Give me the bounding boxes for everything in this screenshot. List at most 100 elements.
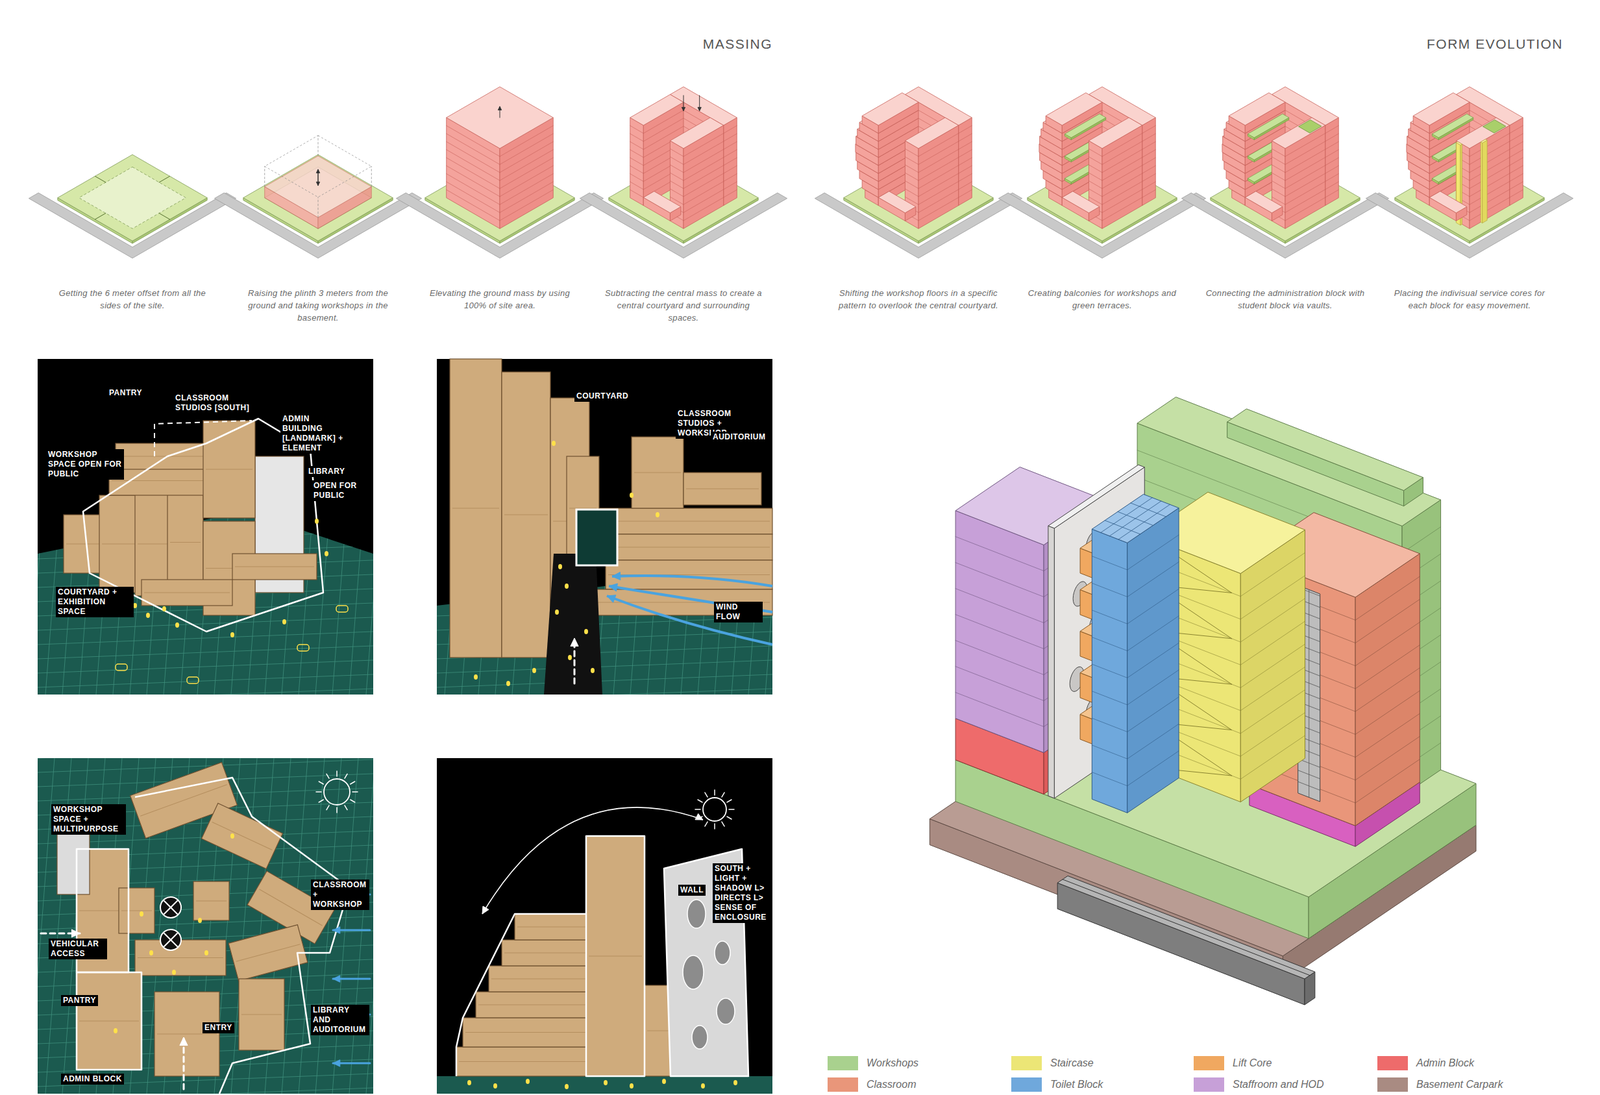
toilet-grid — [1104, 520, 1140, 535]
wood-grain — [647, 1030, 672, 1032]
floor-line — [669, 148, 684, 157]
mat-grid — [399, 758, 426, 1094]
floor-line — [630, 133, 644, 142]
wood-grain — [634, 472, 681, 474]
wind-arrow — [606, 595, 773, 645]
floor-line — [630, 189, 644, 198]
workshop-block — [1137, 397, 1441, 527]
legend-text: Lift Core — [1232, 1057, 1272, 1070]
wooden-block — [228, 924, 308, 981]
mat-grid — [360, 358, 387, 695]
mat-grid — [0, 358, 4, 695]
fan-symbol — [160, 897, 182, 918]
floor-line — [1325, 133, 1340, 142]
ramp-channel — [1062, 879, 1310, 976]
sun-symbol — [323, 778, 350, 805]
wood-grain — [491, 978, 591, 980]
site — [243, 154, 393, 241]
floor-line — [904, 181, 919, 189]
floor-line — [499, 157, 554, 189]
person-dot — [603, 1080, 608, 1086]
model-annotation: WORKSHOP SPACE + MULTIPURPOSE — [51, 804, 126, 835]
floor-line — [1142, 149, 1157, 158]
offset-tick — [159, 175, 170, 183]
wood-grain — [234, 566, 315, 568]
right-block — [1271, 140, 1286, 229]
guide-line — [264, 166, 265, 187]
wood-grain — [137, 543, 169, 545]
floor-line — [1355, 759, 1420, 803]
wood-grain — [212, 821, 272, 850]
wooden-block — [605, 560, 773, 590]
floor-line — [1469, 133, 1510, 157]
step-caption: Subtracting the central mass to create a… — [602, 287, 765, 325]
wood-grain — [144, 592, 230, 594]
wood-grain — [458, 1061, 591, 1062]
floor-line — [499, 149, 554, 182]
floor-line — [723, 149, 738, 158]
mat-grid — [782, 358, 809, 695]
person-dot — [149, 950, 154, 956]
mat-grid — [37, 660, 374, 674]
person-dot — [139, 911, 144, 917]
floor-line — [630, 125, 644, 134]
floor-line — [446, 189, 500, 221]
offset-area — [79, 166, 187, 229]
model-photo — [0, 745, 443, 1095]
wood-grain — [137, 957, 224, 959]
arrow-head — [612, 571, 621, 580]
model-annotation: ADMIN BUILDING [LANDMARK] + ELEMENT — [280, 413, 352, 454]
sun-ray — [326, 773, 330, 779]
floor-line — [1127, 588, 1179, 624]
floor-line — [643, 110, 684, 134]
model-photo — [343, 345, 842, 731]
floor-line — [1127, 615, 1179, 652]
plinth — [264, 155, 372, 229]
arrow-head — [71, 929, 80, 938]
model-annotation: COURTYARD + EXHIBITION SPACE — [55, 586, 134, 618]
floor-line — [1091, 556, 1127, 570]
mat-grid — [37, 674, 374, 688]
legend-text: Toilet Block — [1050, 1078, 1103, 1091]
floor-line — [1127, 697, 1179, 733]
sun-symbol — [702, 797, 727, 822]
mat-grid — [37, 688, 374, 702]
person-dot — [197, 917, 202, 924]
front-base — [1429, 191, 1467, 213]
photo-background — [37, 358, 374, 695]
step-caption: Getting the 6 meter offset from all the … — [51, 287, 214, 313]
floor-line — [955, 562, 1044, 598]
wooden-block — [141, 579, 233, 606]
sun-ray — [704, 821, 708, 827]
floor-line — [723, 165, 738, 174]
wooden-block — [449, 358, 502, 658]
floor-line — [1091, 691, 1127, 705]
staircase-block — [1240, 529, 1305, 802]
photo-background — [436, 358, 773, 695]
service-core — [1482, 140, 1488, 224]
person-dot — [467, 1080, 472, 1086]
mat-grid — [436, 702, 773, 716]
floor-line — [1142, 125, 1157, 134]
floor-line — [1240, 553, 1305, 597]
wood-grain — [452, 508, 500, 509]
wood-grain — [170, 541, 201, 543]
floor-line — [1091, 610, 1127, 624]
mat-grid — [0, 358, 21, 695]
person-dot — [172, 969, 176, 975]
wooden-block — [475, 991, 593, 1018]
wood-grain — [517, 926, 591, 928]
guide-line — [318, 135, 319, 156]
floor-line — [1509, 141, 1524, 150]
floor-line — [723, 173, 738, 182]
mat-grid — [815, 358, 842, 695]
floor-line — [499, 165, 554, 197]
front-base — [878, 191, 916, 213]
floor-line — [669, 172, 684, 181]
floor-line — [669, 157, 684, 165]
wooden-block — [599, 534, 773, 561]
ramp — [1057, 875, 1316, 979]
sun-ray — [350, 781, 356, 785]
wood-grain — [121, 910, 152, 912]
sketch-outline — [76, 972, 142, 1070]
